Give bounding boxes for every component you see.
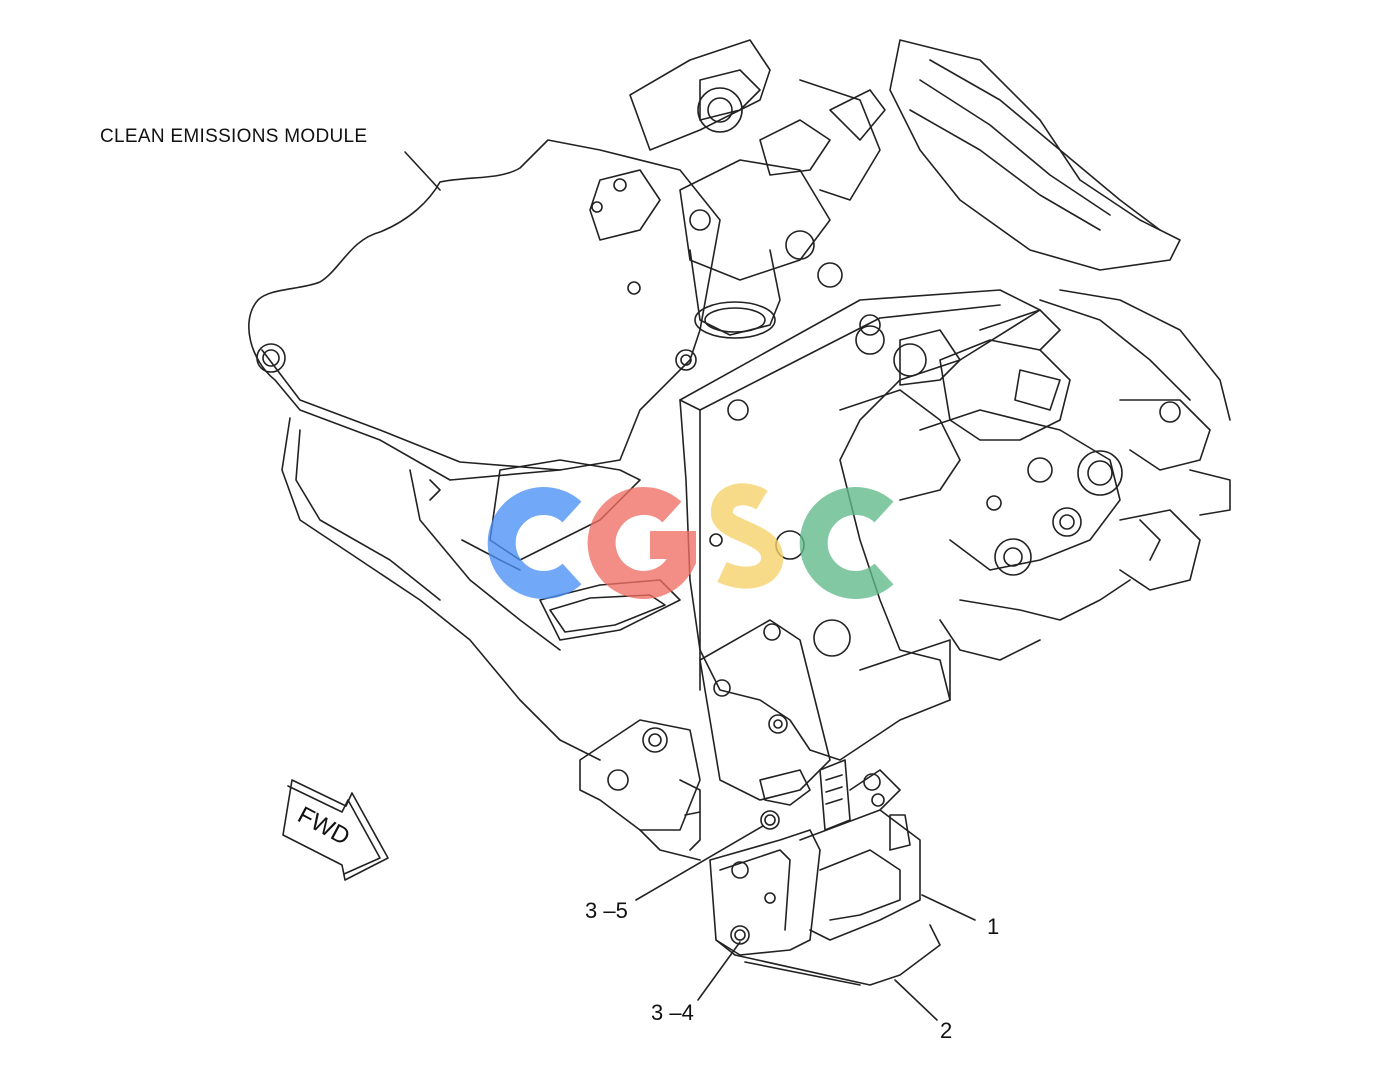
forward-arrow-icon	[282, 779, 389, 881]
fwd-label: FWD	[293, 801, 354, 850]
callout-1: 1	[987, 914, 1000, 939]
callout-3-4: 3 –4	[651, 1000, 694, 1025]
callout-3-5: 3 –5	[585, 898, 628, 923]
clean-emissions-module-drawing	[248, 139, 721, 761]
actuator-cluster-drawing	[839, 289, 1231, 661]
lower-bracket-drawing	[579, 619, 831, 861]
watermark	[487, 483, 894, 599]
leader-lines	[404, 151, 976, 1021]
upper-valve-assembly-drawing	[589, 39, 1181, 371]
clean-emissions-module-label: CLEAN EMISSIONS MODULE	[100, 126, 368, 147]
coil-assembly-drawing	[709, 759, 941, 986]
callout-2: 2	[940, 1018, 953, 1043]
